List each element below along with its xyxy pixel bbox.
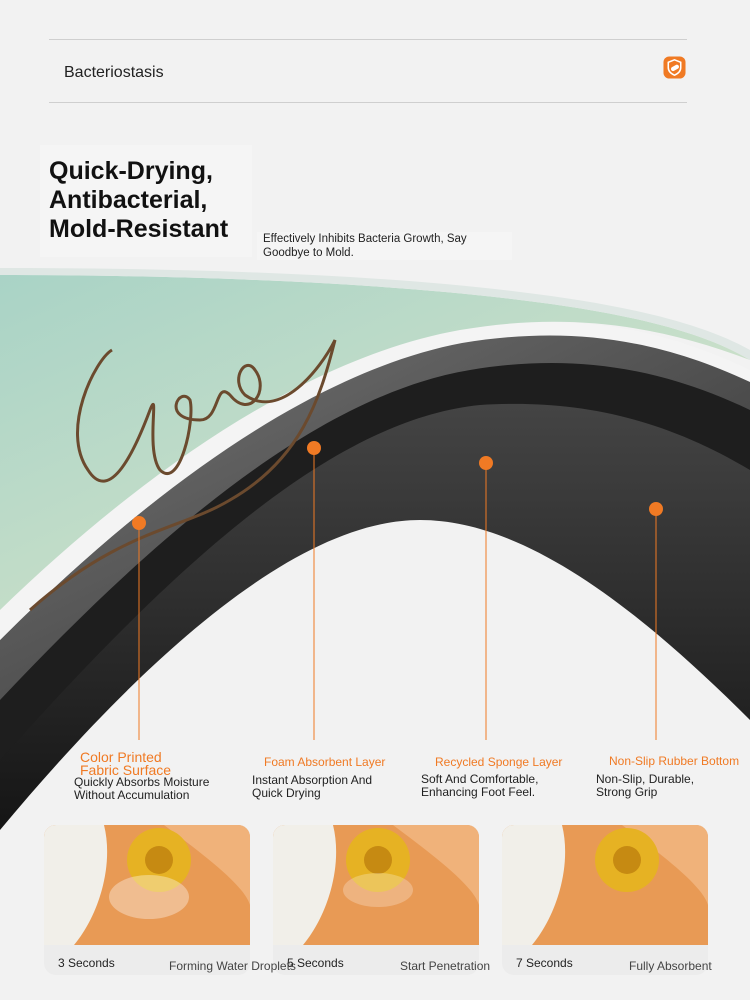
- step-caption: Forming Water Droplets: [169, 959, 296, 973]
- top-divider: [49, 39, 687, 40]
- headline: Quick-Drying, Antibacterial, Mold-Resist…: [40, 145, 252, 257]
- subtitle-line: Goodbye to Mold.: [263, 247, 354, 259]
- headline-line: Mold-Resistant: [49, 215, 229, 243]
- layer-desc-sponge: Soft And Comfortable, Enhancing Foot Fee…: [421, 773, 538, 799]
- layer-desc-line: Without Accumulation: [74, 788, 190, 802]
- subtitle: Effectively Inhibits Bacteria Growth, Sa…: [257, 232, 512, 260]
- layer-desc-foam: Instant Absorption And Quick Drying: [252, 774, 372, 800]
- layer-desc-line: Soft And Comfortable,: [421, 772, 539, 786]
- absorption-step-5s: 5 Seconds: [273, 825, 479, 975]
- flower-fabric-image: [44, 825, 250, 945]
- layer-desc-fabric: Quickly Absorbs Moisture Without Accumul…: [74, 776, 209, 802]
- layer-desc-line: Instant Absorption And: [252, 773, 373, 787]
- section-title: Bacteriostasis: [64, 64, 164, 81]
- flower-fabric-image: [273, 825, 479, 945]
- layer-desc-line: Strong Grip: [596, 785, 658, 799]
- bottom-divider: [49, 102, 687, 103]
- absorption-step-3s: 3 Seconds: [44, 825, 250, 975]
- layer-title-foam: Foam Absorbent Layer: [264, 755, 386, 769]
- shield-pill-icon: [663, 56, 686, 79]
- layer-desc-line: Quick Drying: [252, 786, 321, 800]
- layer-title-rubber: Non-Slip Rubber Bottom: [609, 754, 740, 768]
- step-caption: Fully Absorbent: [629, 959, 712, 973]
- layer-desc-rubber: Non-Slip, Durable, Strong Grip: [596, 773, 694, 799]
- step-time: 5 Seconds: [287, 956, 344, 970]
- layer-desc-line: Non-Slip, Durable,: [596, 772, 695, 786]
- flower-fabric-image: [502, 825, 708, 945]
- layer-title-line: Fabric Surface: [80, 762, 172, 778]
- layer-desc-line: Enhancing Foot Feel.: [421, 785, 536, 799]
- layer-title-sponge: Recycled Sponge Layer: [435, 755, 563, 769]
- step-time: 3 Seconds: [58, 956, 115, 970]
- mat-cross-section-illustration: [0, 268, 750, 830]
- headline-line: Quick-Drying,: [49, 157, 213, 185]
- layer-title-fabric: Color Printed Fabric Surface: [80, 749, 172, 778]
- step-caption: Start Penetration: [400, 959, 491, 973]
- step-time: 7 Seconds: [516, 956, 573, 970]
- headline-line: Antibacterial,: [49, 186, 208, 214]
- subtitle-line: Effectively Inhibits Bacteria Growth, Sa…: [263, 233, 467, 245]
- layer-title-line: Color Printed: [80, 749, 162, 765]
- absorption-step-7s: 7 Seconds: [502, 825, 708, 975]
- layer-desc-line: Quickly Absorbs Moisture: [74, 775, 210, 789]
